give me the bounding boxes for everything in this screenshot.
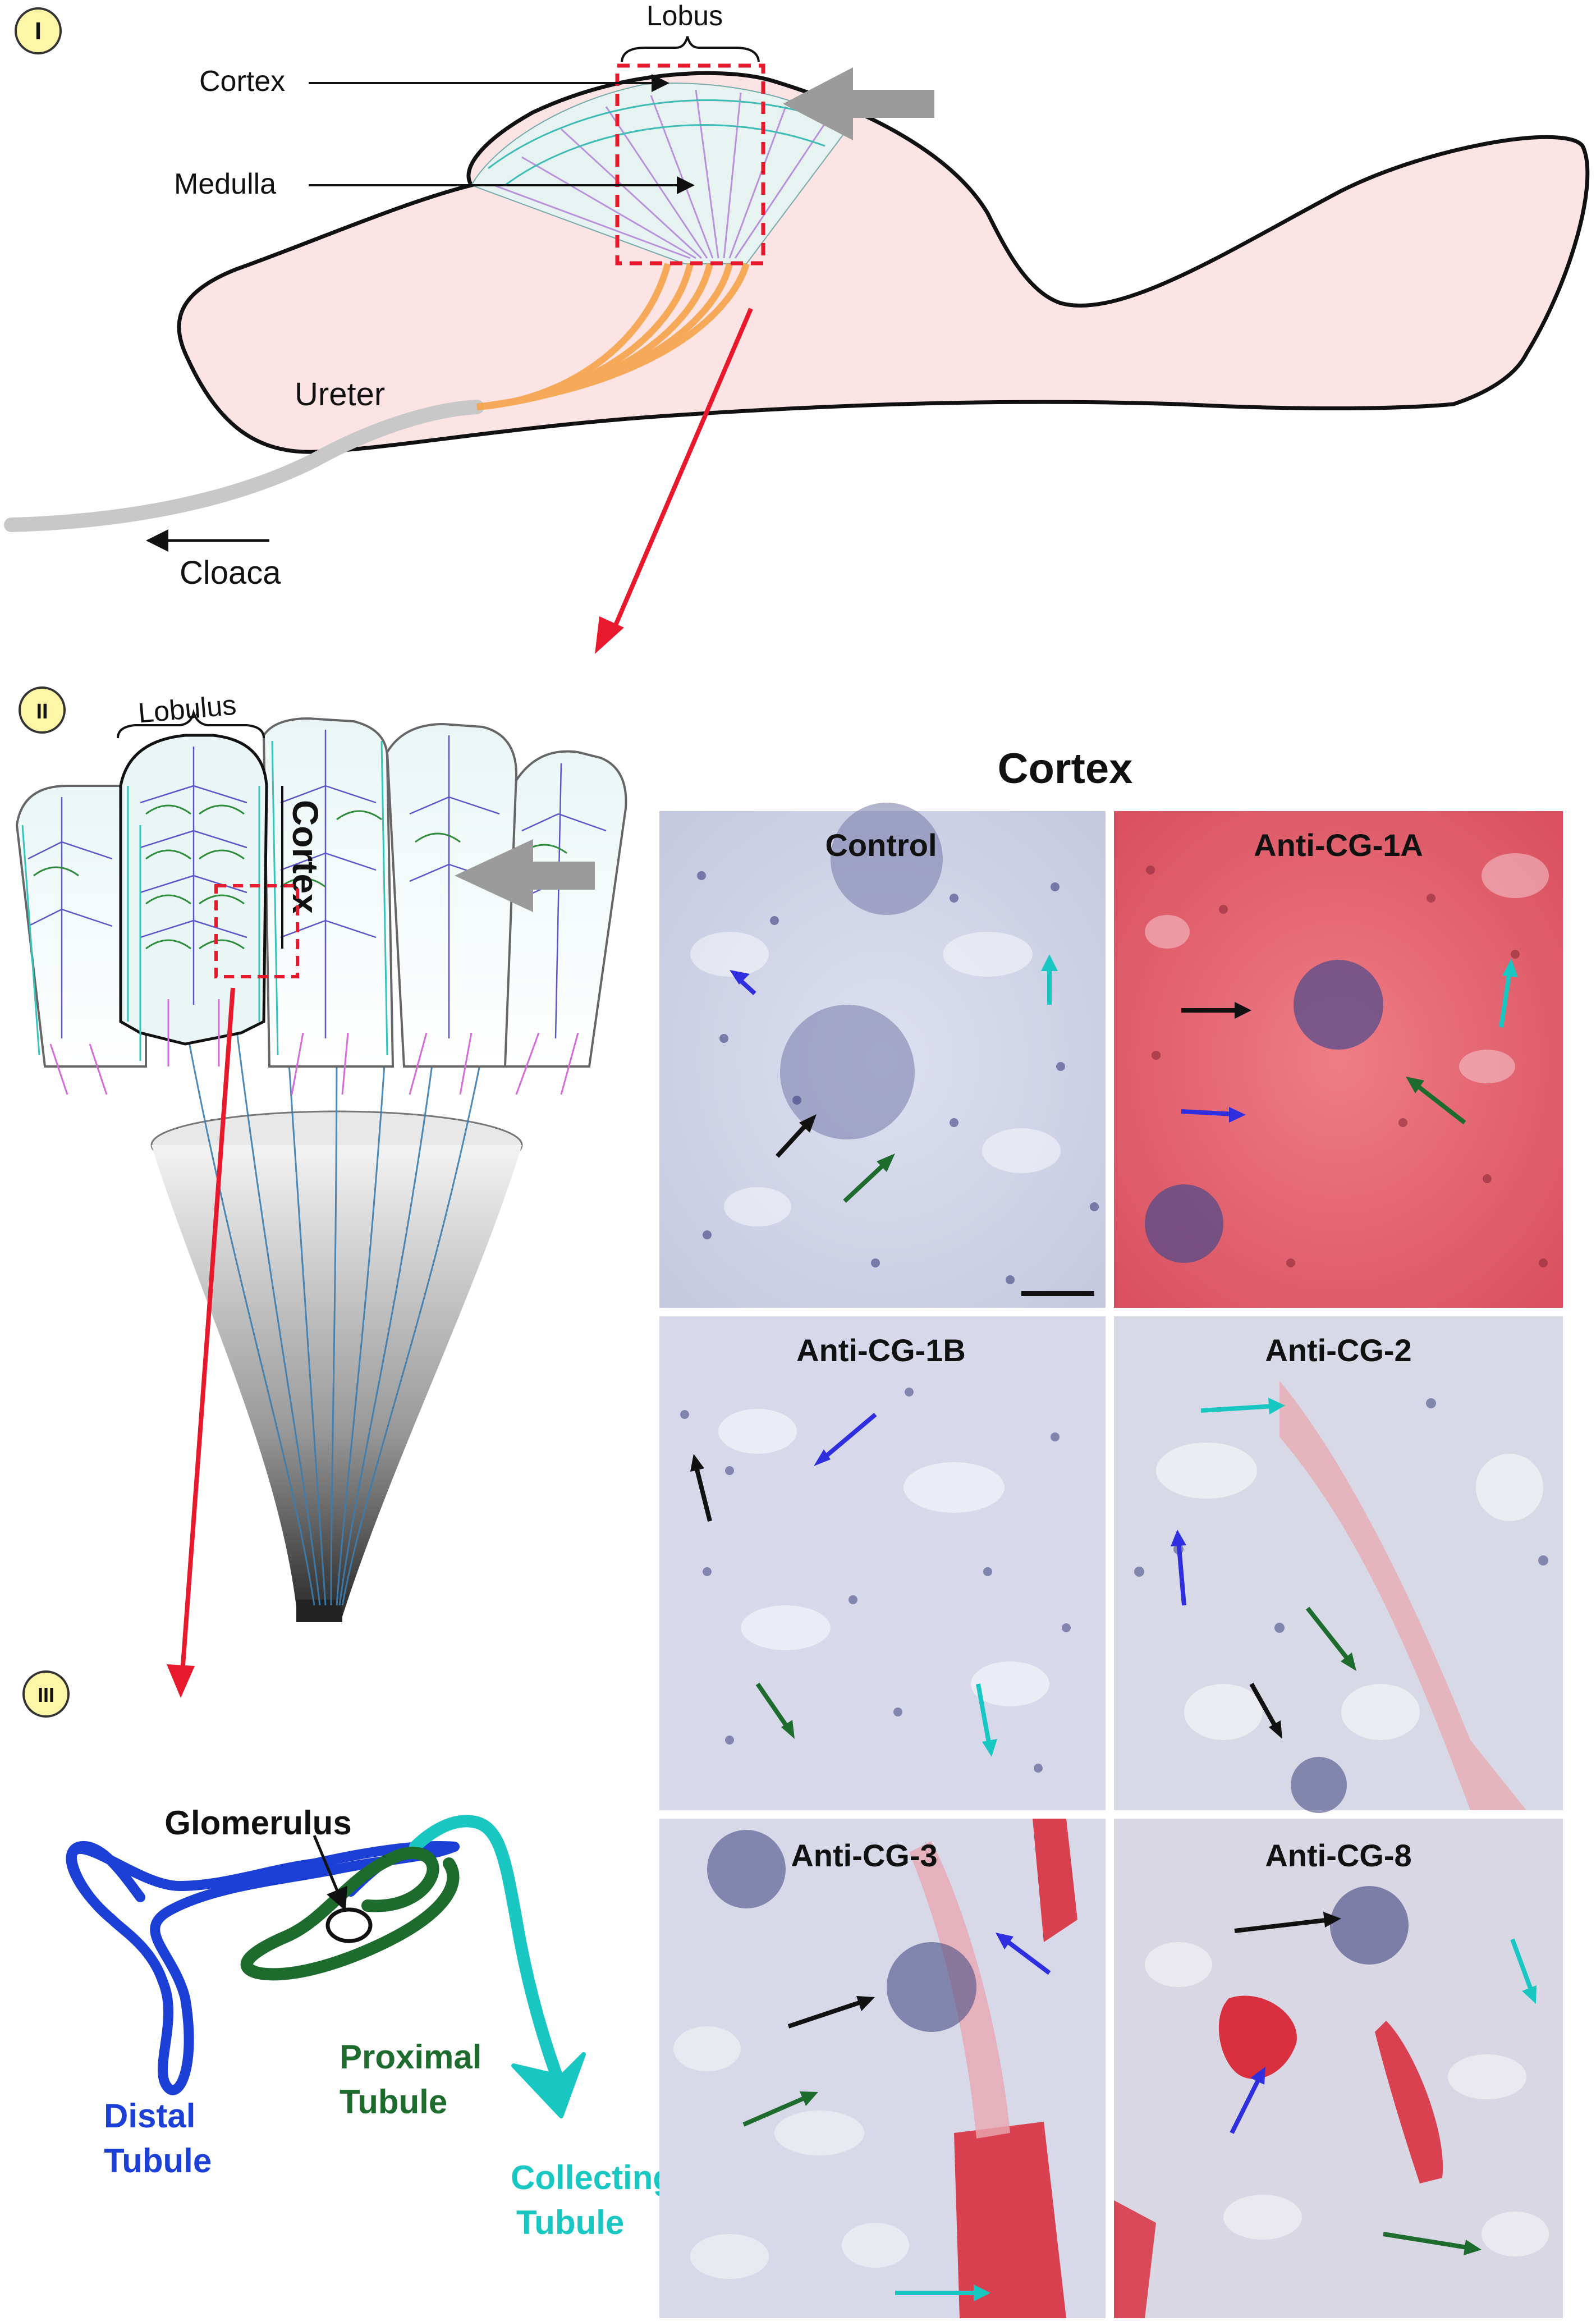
glomerulus	[325, 1907, 373, 1943]
gray-arrow-2	[455, 839, 595, 912]
label-glomerulus: Glomerulus	[164, 1804, 351, 1842]
label-distal: Distal Tubule	[104, 2097, 212, 2180]
svg-text:II: II	[36, 700, 48, 724]
scale-bar	[1021, 1291, 1094, 1296]
micrograph-anti-cg-3: Anti-CG-3	[659, 1819, 1106, 2318]
distal-loop	[66, 1841, 145, 1925]
collecting-tubule	[409, 1815, 567, 2094]
red-connector-2	[167, 987, 235, 1698]
svg-text:Anti-CG-2: Anti-CG-2	[1265, 1333, 1411, 1368]
micrograph-anti-cg-1a: Anti-CG-1A	[1114, 811, 1563, 1308]
micrograph-control: Control	[659, 803, 1106, 1308]
collecting-funnel	[150, 1021, 523, 1622]
panel-3: III Glomerulus Proximal Tubule Distal Tu…	[22, 1670, 683, 2241]
svg-text:Control: Control	[825, 827, 937, 863]
lobule-fan	[15, 717, 627, 1095]
label-cloaca: Cloaca	[180, 555, 281, 591]
micrograph-anti-cg-8: Anti-CG-8	[1114, 1819, 1563, 2318]
gray-arrow-1	[783, 67, 934, 140]
svg-text:Anti-CG-3: Anti-CG-3	[791, 1838, 937, 1873]
lobus-brace	[621, 36, 760, 62]
panel-marker-2: II	[19, 686, 66, 734]
panel-marker-1: I	[15, 7, 62, 54]
svg-text:Anti-CG-8: Anti-CG-8	[1265, 1838, 1411, 1873]
nephron-highlight-box	[214, 884, 299, 978]
micrograph-anti-cg-2: Anti-CG-2	[1114, 1316, 1563, 1813]
label-lobus: Lobus	[646, 0, 723, 31]
panel-2: II	[15, 686, 627, 1698]
svg-text:Anti-CG-1B: Anti-CG-1B	[796, 1333, 966, 1368]
micrograph-grid: Cortex Control	[659, 745, 1563, 2318]
proximal-tubule	[240, 1847, 460, 1981]
collecting-arrowhead	[511, 2052, 586, 2118]
svg-text:Anti-CG-1A: Anti-CG-1A	[1254, 827, 1423, 863]
label-cortex-1: Cortex	[199, 65, 285, 98]
label-medulla: Medulla	[174, 168, 276, 200]
micrograph-title: Cortex	[998, 745, 1133, 793]
label-proximal: Proximal Tubule	[340, 2038, 491, 2121]
svg-text:III: III	[38, 1683, 54, 1706]
panel-1: I	[4, 0, 1590, 654]
red-connector-1	[595, 308, 753, 654]
ureter-branches	[476, 263, 750, 410]
label-cortex-2: Cortex	[285, 800, 325, 914]
label-lobulus: Lobulus	[137, 689, 237, 729]
panel-marker-3: III	[22, 1670, 70, 1718]
label-collecting: Collecting Tubule	[511, 2159, 683, 2241]
lobulus-brace	[117, 709, 265, 739]
label-ureter: Ureter	[295, 376, 385, 413]
glomerulus-pointer	[313, 1835, 347, 1911]
micrograph-anti-cg-1b: Anti-CG-1B	[659, 1316, 1106, 1810]
ureter-tube	[4, 400, 484, 532]
lobus-highlight-box	[615, 63, 765, 265]
svg-text:I: I	[35, 17, 42, 45]
kidney-outline	[177, 71, 1590, 454]
distal-tubule	[67, 1841, 460, 2095]
